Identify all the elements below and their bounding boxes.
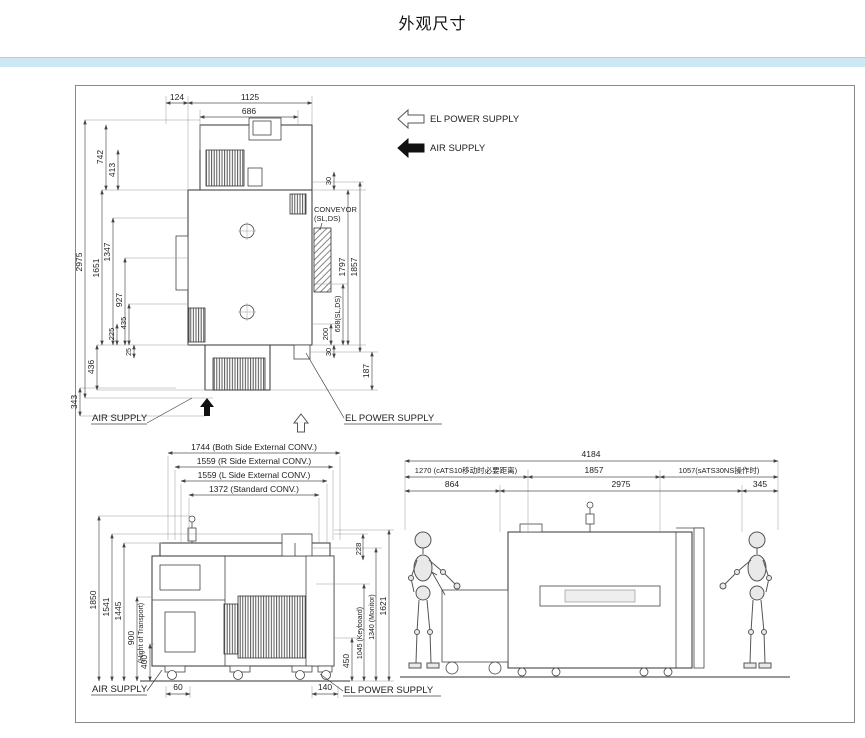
front-view-machine — [140, 515, 350, 682]
dim-1045-keyboard: 1045 (Keyboard) — [357, 607, 364, 659]
dim-200: 200 — [321, 328, 330, 341]
side-view-dimensions: 4184 1270 (cATS10移动时必要距离) 1857 1057(sATS… — [404, 449, 779, 532]
dim-900: 900 — [126, 631, 136, 645]
dim-4184: 4184 — [582, 449, 601, 459]
dim-742: 742 — [95, 150, 105, 164]
dim-2975: 2975 — [74, 252, 84, 271]
el-power-up-arrow-icon — [292, 413, 310, 433]
dim-1270-cats10: 1270 (cATS10移动时必要距离) — [415, 465, 518, 475]
dim-1621: 1621 — [378, 596, 388, 615]
front-view-air-supply-label: AIR SUPPLY — [92, 684, 148, 695]
air-supply-up-arrow-icon — [200, 398, 214, 416]
dim-228: 228 — [354, 543, 363, 556]
dim-343: 343 — [69, 395, 79, 409]
dim-345: 345 — [753, 479, 767, 489]
top-view-dimensions: 124 1125 686 2975 1651 1347 927 742 413 … — [69, 92, 442, 433]
top-view-el-power-label: EL POWER SUPPLY — [345, 413, 435, 424]
front-view-dimensions: 1744 (Both Side External CONV.) 1559 (R … — [88, 442, 441, 698]
legend-air-supply-label: AIR SUPPLY — [430, 143, 486, 154]
dim-1559-r-side: 1559 (R Side External CONV.) — [197, 456, 312, 466]
side-view-machine — [400, 501, 790, 678]
dim-140: 140 — [318, 682, 332, 692]
dim-436: 436 — [86, 360, 96, 374]
legend: EL POWER SUPPLY AIR SUPPLY — [397, 108, 520, 159]
dim-187: 187 — [361, 364, 371, 378]
dim-1850: 1850 — [88, 590, 98, 609]
dim-686: 686 — [242, 106, 256, 116]
top-view-air-supply-label: AIR SUPPLY — [92, 413, 148, 424]
dim-124: 124 — [170, 92, 184, 102]
operator-figure-left — [408, 531, 461, 669]
page-title: 外观尺寸 — [398, 16, 467, 33]
dim-400: 400 — [139, 655, 149, 669]
dim-864: 864 — [445, 479, 459, 489]
cart — [427, 569, 509, 675]
dim-1857: 1857 — [349, 257, 359, 276]
dim-435: 435 — [119, 317, 128, 330]
dim-1057-sats30ns: 1057(sATS30NS操作时) — [679, 465, 760, 475]
dim-1445: 1445 — [113, 601, 123, 620]
dim-1125: 1125 — [241, 92, 260, 102]
dim-225: 225 — [107, 328, 116, 341]
dim-1857: 1857 — [585, 465, 604, 475]
dim-1347: 1347 — [102, 242, 112, 261]
dim-1744-both-side: 1744 (Both Side External CONV.) — [191, 442, 317, 452]
header-divider-band — [0, 57, 865, 67]
dim-1559-l-side: 1559 (L Side External CONV.) — [198, 470, 311, 480]
dim-450: 450 — [341, 654, 351, 668]
dim-1541: 1541 — [101, 597, 111, 616]
dim-413: 413 — [107, 163, 117, 177]
dim-25: 25 — [126, 348, 133, 356]
conveyor-label-line2: (SL,DS) — [314, 214, 341, 223]
dim-30-bottom: 30 — [324, 348, 333, 356]
dim-927: 927 — [114, 293, 124, 307]
front-view-el-power-label: EL POWER SUPPLY — [344, 685, 434, 696]
dim-60: 60 — [173, 682, 183, 692]
dim-1372-standard: 1372 (Standard CONV.) — [209, 484, 299, 494]
dim-658-sl-ds: 658(SL,DS) — [335, 296, 342, 333]
legend-el-power-label: EL POWER SUPPLY — [430, 114, 520, 125]
conveyor-strip — [313, 227, 332, 293]
dim-900-note: (Hight of Transport) — [138, 603, 145, 663]
dim-1340-monitor: 1340 (Monitor) — [369, 594, 376, 640]
operator-figure-right — [719, 531, 772, 669]
top-view-machine — [175, 117, 332, 391]
el-power-arrow-icon — [397, 108, 425, 130]
dim-30-top: 30 — [324, 177, 333, 185]
air-supply-arrow-icon — [397, 137, 425, 159]
conveyor-label-line1: CONVEYOR — [314, 205, 358, 214]
dim-1797: 1797 — [337, 257, 347, 276]
dim-2975-side: 2975 — [612, 479, 631, 489]
dim-1651: 1651 — [91, 258, 101, 277]
